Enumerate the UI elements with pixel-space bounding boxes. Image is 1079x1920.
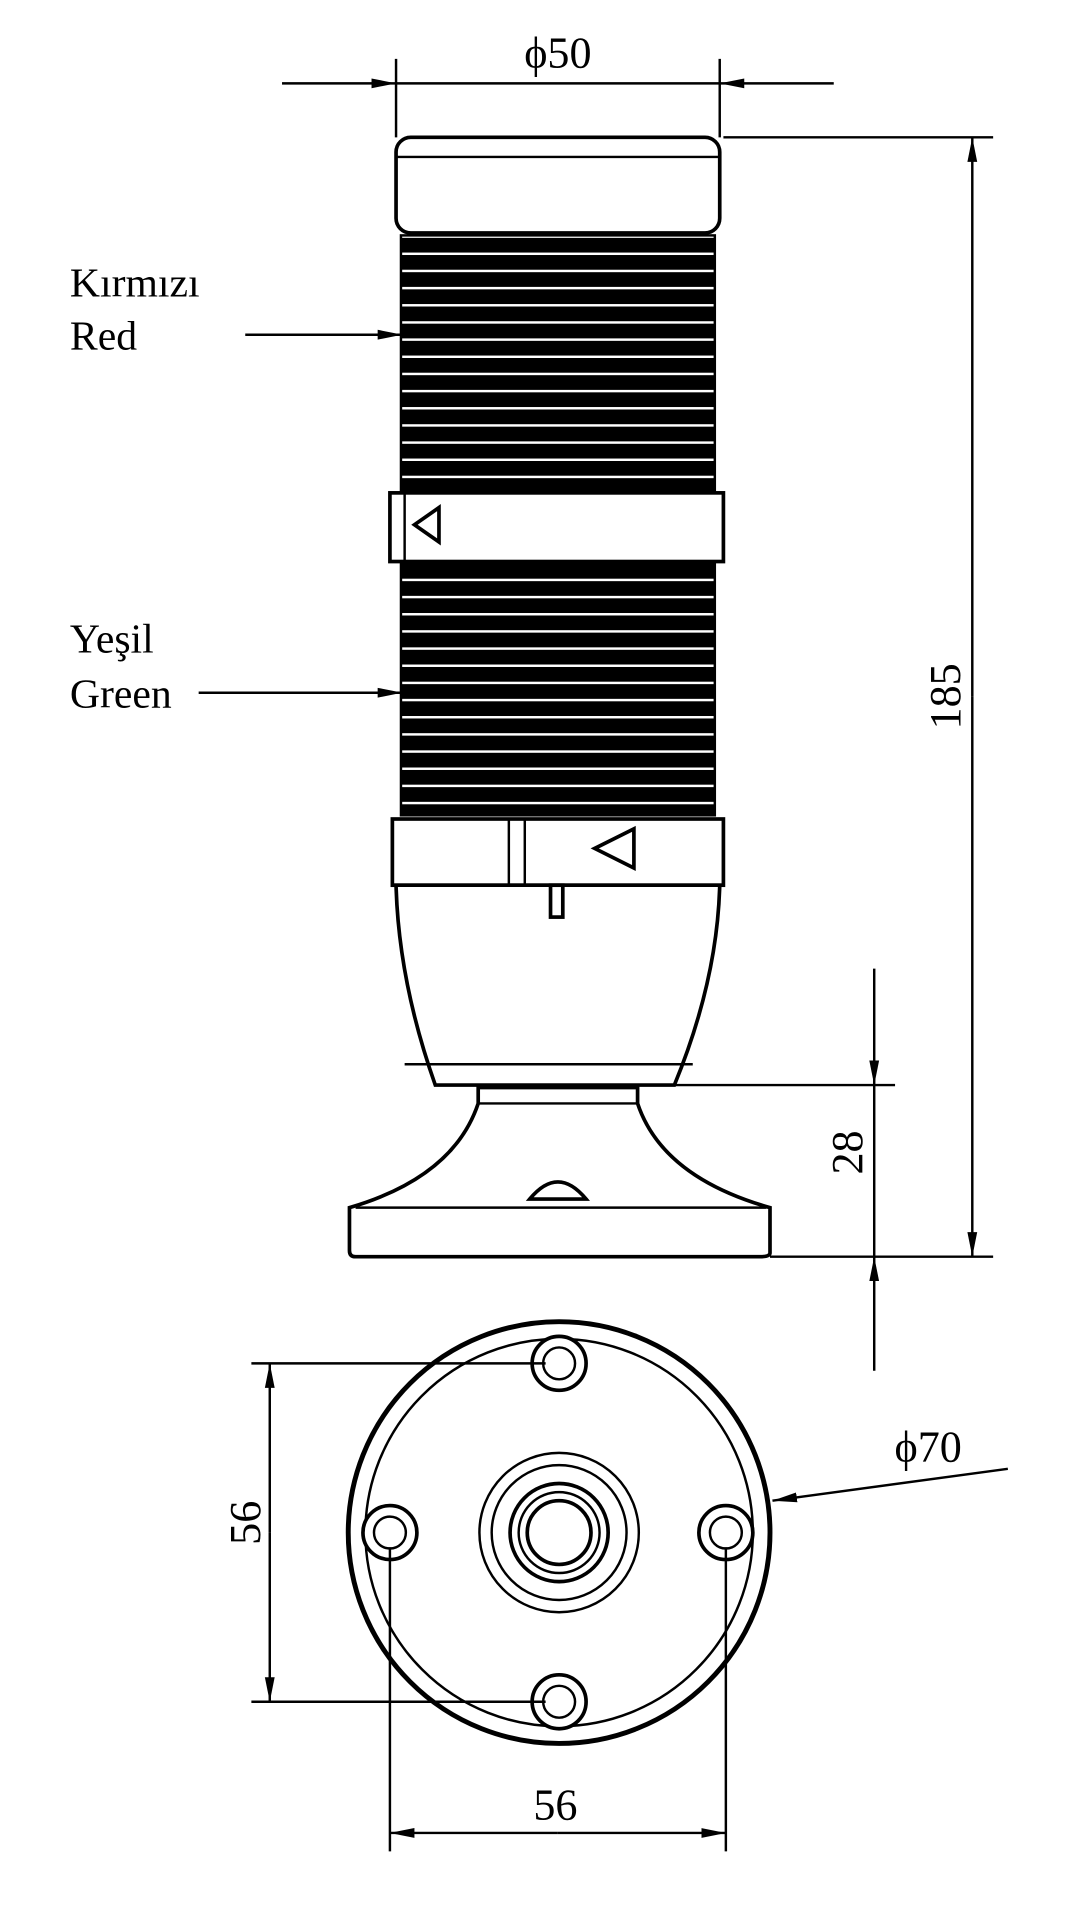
svg-text:Green: Green bbox=[70, 671, 172, 717]
svg-text:ϕ70: ϕ70 bbox=[894, 1422, 961, 1471]
svg-text:Red: Red bbox=[70, 313, 137, 359]
total-height-dimension: 185 bbox=[723, 136, 994, 1258]
base-diameter-dimension: ϕ70 bbox=[772, 1422, 1009, 1503]
hole-spacing-vertical-dimension: 56 bbox=[221, 1362, 546, 1703]
base-height-dimension: 28 bbox=[674, 968, 896, 1371]
bottom-view bbox=[345, 1319, 773, 1746]
svg-text:Kırmızı: Kırmızı bbox=[70, 261, 200, 307]
top-diameter-dimension: ϕ50 bbox=[282, 28, 834, 138]
hole-spacing-horizontal-dimension: 56 bbox=[388, 1547, 728, 1852]
triangle-icon bbox=[590, 825, 636, 872]
svg-text:185: 185 bbox=[921, 663, 970, 729]
red-module bbox=[399, 234, 717, 492]
tower-side-view bbox=[347, 135, 772, 1259]
red-module-label: Kırmızı Red bbox=[70, 261, 403, 359]
top-diameter-label: ϕ50 bbox=[524, 28, 591, 77]
green-module-label: Yeşil Green bbox=[70, 616, 403, 717]
svg-text:56: 56 bbox=[221, 1501, 270, 1545]
svg-text:28: 28 bbox=[823, 1130, 872, 1174]
svg-text:56: 56 bbox=[533, 1780, 577, 1829]
green-module bbox=[399, 562, 717, 817]
svg-text:Yeşil: Yeşil bbox=[70, 616, 154, 662]
triangle-icon bbox=[411, 504, 441, 546]
